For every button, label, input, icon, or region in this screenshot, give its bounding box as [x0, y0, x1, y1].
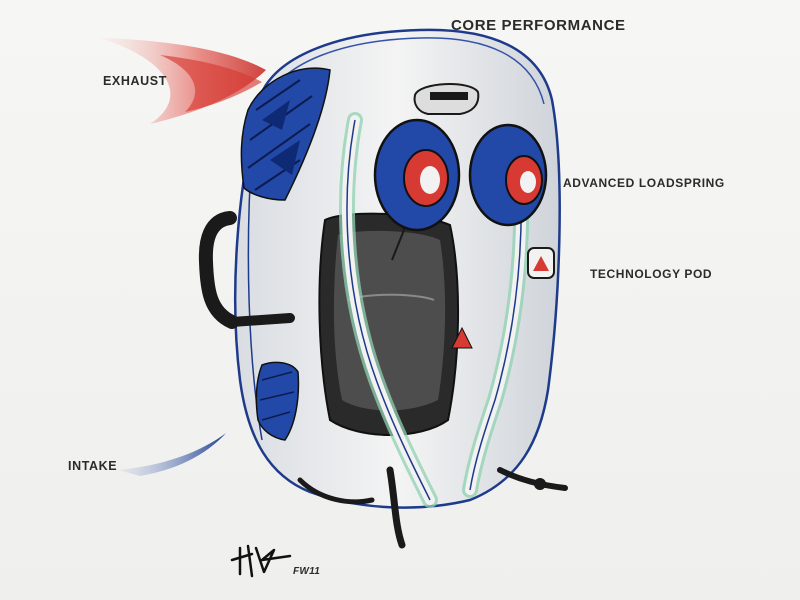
- intake-panel: [255, 361, 300, 441]
- technology-pod-label: TECHNOLOGY POD: [590, 267, 713, 281]
- side-handle: [198, 211, 295, 329]
- triangle-logo: [451, 326, 473, 349]
- exhaust-swoosh: [100, 38, 266, 124]
- intake-label: INTAKE: [68, 459, 118, 473]
- loadspring-pad-left: [373, 118, 461, 232]
- page-title: CORE PERFORMANCE: [451, 17, 626, 34]
- loadspring-pad-right: [468, 123, 548, 227]
- signature-code: FW11: [293, 566, 321, 577]
- intake-swoosh: [118, 433, 226, 476]
- bottom-straps: [297, 466, 568, 549]
- technology-pod: [527, 247, 555, 279]
- signature-mark: [230, 544, 292, 578]
- shoulder-straps: [339, 112, 530, 508]
- top-strap: [413, 83, 480, 115]
- advanced-loadspring-label: ADVANCED LOADSPRING: [563, 176, 725, 190]
- exhaust-panel: [240, 67, 331, 201]
- exhaust-label: EXHAUST: [103, 74, 167, 88]
